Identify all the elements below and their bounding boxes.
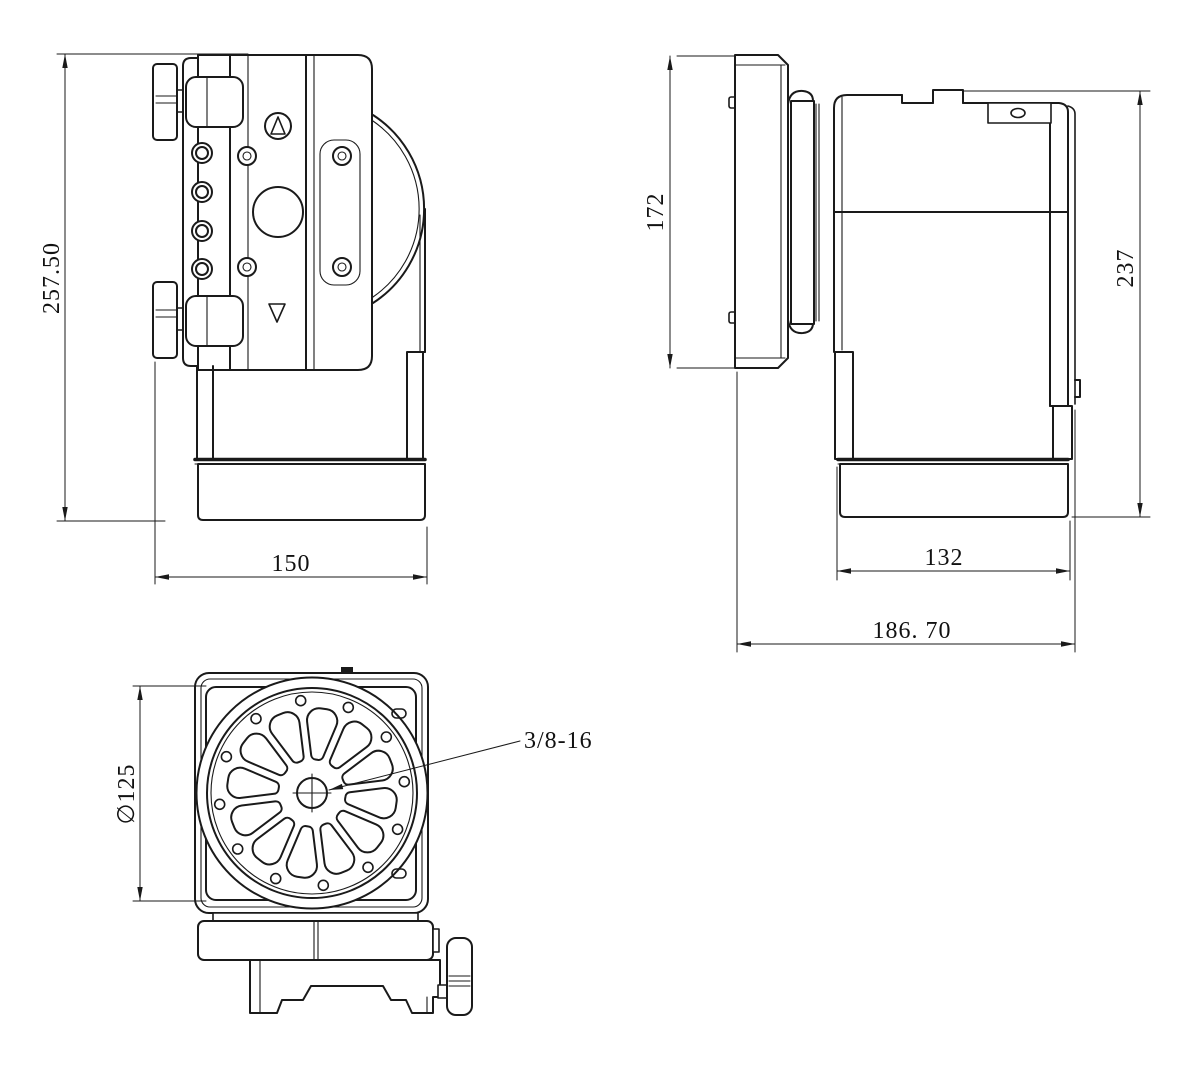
bottom-view: ∅125 3/8-16 bbox=[114, 667, 593, 1016]
dim-front-overall-width: 150 bbox=[154, 361, 428, 585]
platform-slot bbox=[268, 711, 305, 764]
bolt-hole bbox=[342, 701, 355, 714]
bolt-hole bbox=[317, 879, 330, 892]
dovetail-clamp-bottom bbox=[197, 912, 473, 1016]
bolt-hole bbox=[250, 712, 262, 725]
front-view: 257.50 150 bbox=[39, 53, 428, 585]
saddle-plate-side bbox=[728, 54, 820, 369]
dim-side-overall-depth: 186. 70 bbox=[736, 371, 1076, 653]
dim-base-width: 132 bbox=[836, 466, 1071, 581]
bolt-hole bbox=[213, 798, 226, 811]
dim-platform-diameter: ∅125 bbox=[114, 685, 207, 902]
saddle-plate-front bbox=[182, 54, 373, 371]
dim-text-side-depth: 186. 70 bbox=[873, 618, 952, 644]
dim-text-platform-diameter: ∅125 bbox=[114, 764, 140, 825]
platform-slot bbox=[335, 809, 385, 854]
saddle-knob-bottom bbox=[152, 281, 178, 359]
saddle-screws bbox=[237, 146, 352, 277]
dim-text-front-width: 150 bbox=[272, 551, 311, 577]
dim-text-side-height: 237 bbox=[1113, 249, 1139, 288]
bolt-hole bbox=[391, 823, 404, 836]
mount-body-side bbox=[833, 89, 1081, 460]
platform-slot bbox=[328, 720, 373, 770]
dim-side-overall-height: 237 bbox=[962, 90, 1151, 518]
bolt-hole bbox=[362, 861, 374, 874]
bolt-hole bbox=[269, 872, 282, 885]
platform-slot bbox=[226, 766, 280, 799]
dim-front-overall-height: 257.50 bbox=[39, 53, 249, 522]
dim-text-saddle-length: 172 bbox=[643, 193, 669, 232]
bolt-hole bbox=[398, 775, 411, 788]
housing-top-tab bbox=[341, 667, 353, 674]
center-bore bbox=[252, 186, 304, 238]
platform-slot bbox=[306, 707, 339, 761]
side-view: 172 237 132 186. 70 bbox=[643, 54, 1151, 653]
platform-bolt-holes bbox=[213, 694, 411, 892]
bolt-hole bbox=[231, 843, 244, 855]
platform-slot bbox=[319, 822, 356, 875]
dim-text-base-width: 132 bbox=[925, 545, 964, 571]
front-base bbox=[193, 457, 427, 521]
pad-slot-right-bottom bbox=[391, 868, 407, 879]
platform-slot bbox=[285, 825, 318, 879]
platform-slot bbox=[344, 787, 398, 820]
rotary-disc-arc bbox=[372, 114, 426, 304]
dim-saddle-length: 172 bbox=[643, 55, 735, 369]
platform-slot bbox=[239, 732, 289, 777]
bolt-hole bbox=[380, 731, 393, 743]
bolt-hole bbox=[220, 750, 233, 763]
platform-slot bbox=[230, 800, 283, 837]
side-base bbox=[836, 457, 1070, 518]
callout-center-thread: 3/8-16 bbox=[328, 728, 593, 791]
bolt-hole bbox=[294, 694, 307, 707]
front-body-neck bbox=[196, 208, 426, 460]
saddle-holes bbox=[191, 142, 213, 280]
saddle-knob-top bbox=[152, 63, 178, 141]
up-arrow-marker-icon bbox=[264, 112, 292, 140]
rotary-platform bbox=[195, 676, 429, 910]
center-thread-hub bbox=[292, 773, 332, 813]
pad-slot-right-top bbox=[391, 708, 407, 719]
callout-text-thread: 3/8-16 bbox=[524, 728, 593, 754]
dim-text-front-height: 257.50 bbox=[39, 242, 65, 314]
clamp-knob bbox=[446, 937, 473, 1016]
platform-slot bbox=[251, 816, 296, 866]
down-arrow-marker-icon bbox=[268, 303, 286, 323]
